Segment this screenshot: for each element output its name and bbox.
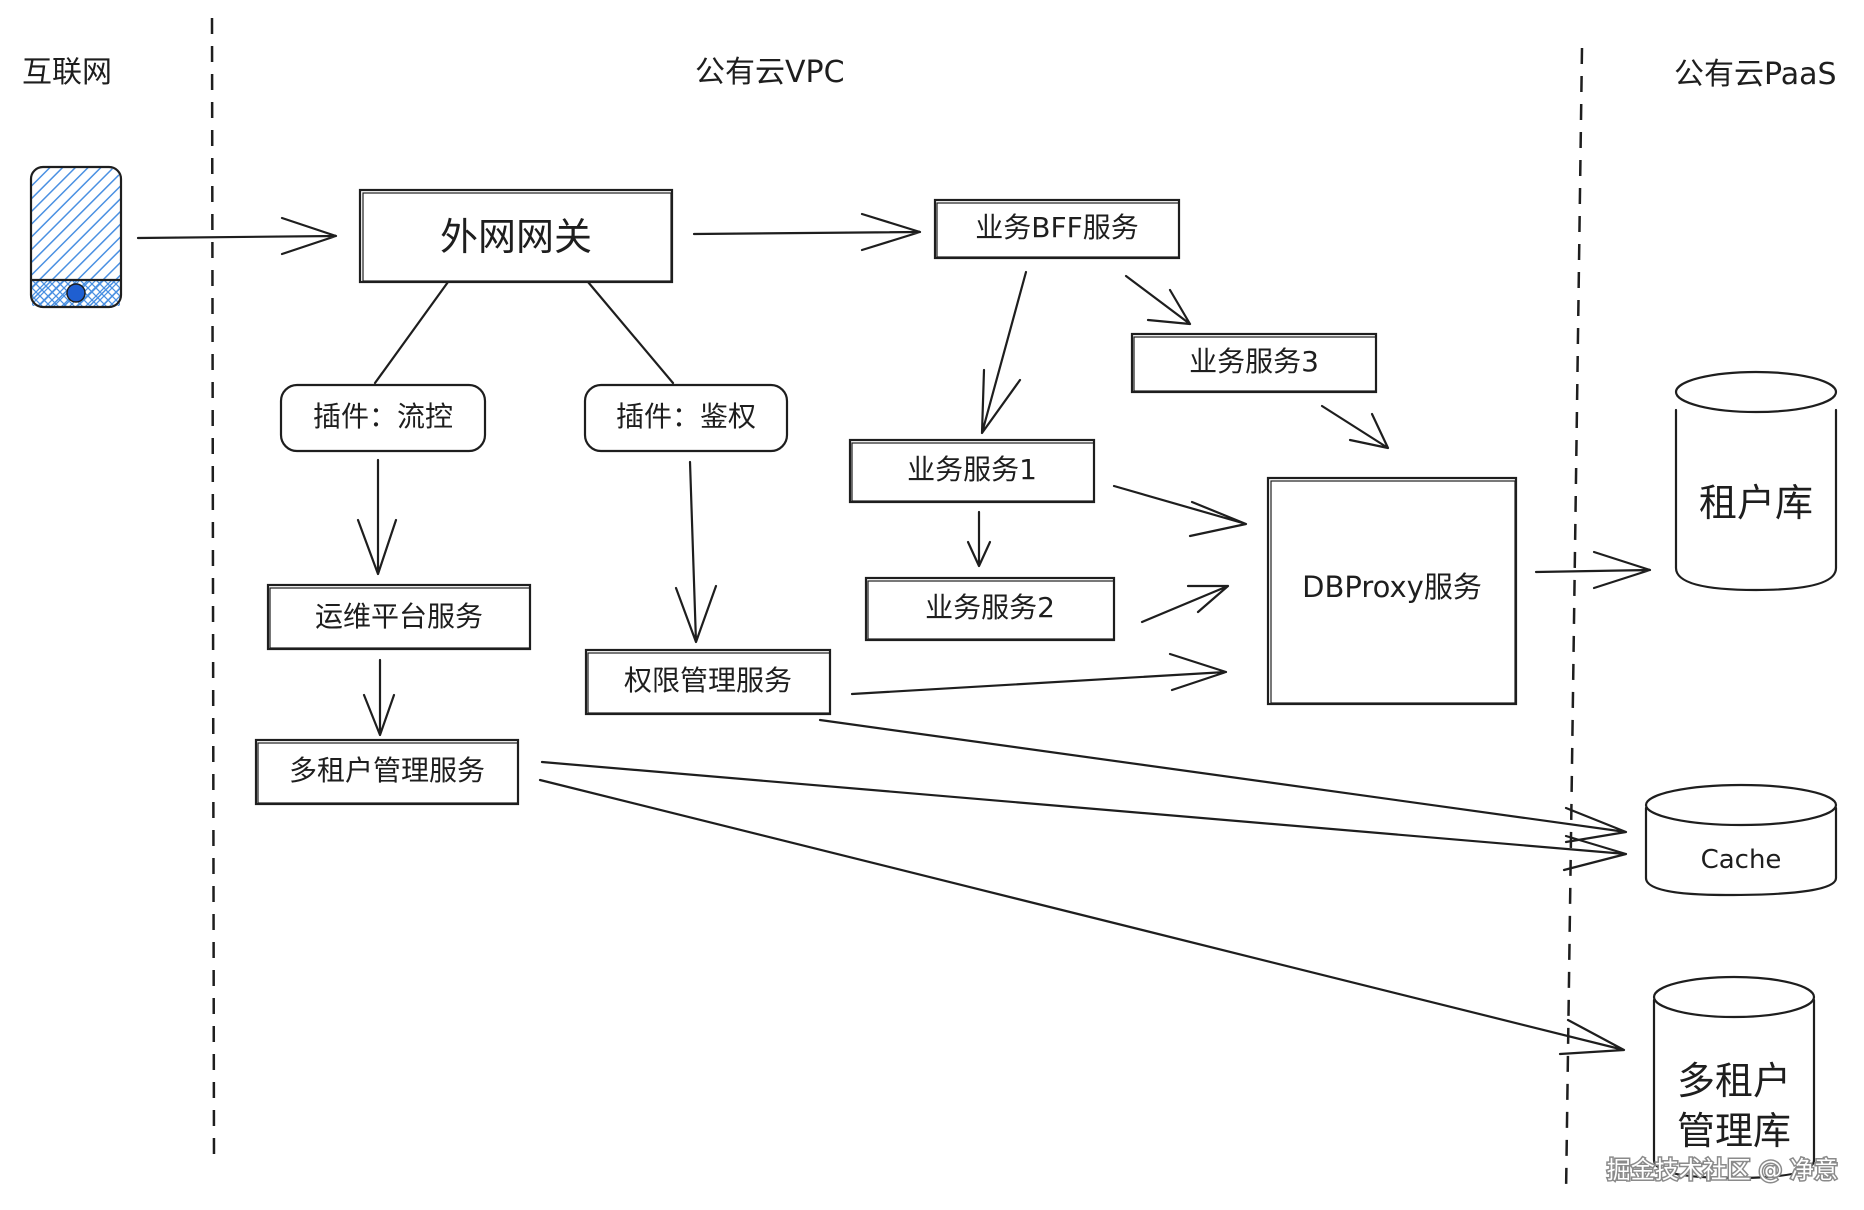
plugin-flow-control-label: 插件：流控: [313, 400, 453, 433]
arrow-bff-to-service3: [1124, 274, 1192, 326]
gateway-label: 外网网关: [440, 215, 592, 259]
bff-service-node: 业务BFF服务: [933, 198, 1181, 260]
cache-store: Cache: [1644, 783, 1838, 897]
multi-tenant-mgmt-service-label: 多租户管理服务: [289, 754, 485, 787]
zone-divider-internet-vpc: [210, 17, 216, 1166]
line-gateway-to-auth-plugin: [586, 280, 675, 385]
arrow-client-to-gateway: [136, 216, 338, 256]
arrow-ops-to-multi-tenant: [362, 658, 396, 737]
ops-platform-service-label: 运维平台服务: [315, 600, 483, 633]
arrow-service1-to-service2: [966, 510, 992, 568]
gateway-node: 外网网关: [358, 188, 674, 284]
dbproxy-service-node: DBProxy服务: [1266, 476, 1518, 706]
tenant-db-label: 租户库: [1699, 481, 1813, 525]
business-service-3-label: 业务服务3: [1189, 345, 1319, 378]
business-service-3-node: 业务服务3: [1130, 332, 1378, 394]
permission-mgmt-service-label: 权限管理服务: [624, 664, 792, 697]
ops-platform-service-node: 运维平台服务: [266, 583, 532, 651]
tenant-db-store: 租户库: [1674, 370, 1838, 592]
arrow-permission-to-cache: [818, 718, 1628, 844]
arrow-permission-to-dbproxy: [850, 652, 1228, 696]
dbproxy-service-label: DBProxy服务: [1302, 570, 1482, 604]
arrow-multi-tenant-to-cache: [540, 760, 1628, 872]
arrow-bff-to-service1: [980, 270, 1028, 435]
multi-tenant-mgmt-service-node: 多租户管理服务: [254, 738, 520, 806]
multi-tenant-mgmt-db-label-line1: 多租户: [1677, 1059, 1791, 1103]
plugin-auth-node: 插件：鉴权: [583, 383, 789, 453]
arrow-flow-plugin-to-ops: [356, 458, 398, 576]
arrow-service3-to-dbproxy: [1320, 404, 1390, 450]
business-service-2-node: 业务服务2: [864, 576, 1116, 642]
zone-label-internet: 互联网: [22, 55, 112, 90]
business-service-2-label: 业务服务2: [925, 591, 1055, 624]
arrow-auth-plugin-to-permission: [674, 460, 718, 644]
business-service-1-label: 业务服务1: [907, 453, 1037, 486]
arrow-multi-tenant-to-mgmt-db: [538, 778, 1626, 1056]
zone-label-vpc: 公有云VPC: [695, 55, 845, 90]
arrow-service1-to-dbproxy: [1112, 484, 1248, 538]
business-service-1-node: 业务服务1: [848, 438, 1096, 504]
arrow-service2-to-dbproxy: [1140, 584, 1230, 624]
multi-tenant-mgmt-db-store: 多租户 管理库: [1652, 975, 1816, 1180]
mobile-phone-icon: [29, 165, 123, 309]
connectors: [136, 212, 1652, 1056]
arrow-dbproxy-to-tenant-db: [1534, 550, 1652, 590]
zone-divider-vpc-paas: [1564, 47, 1584, 1196]
line-gateway-to-flow-plugin: [373, 280, 450, 385]
plugin-auth-label: 插件：鉴权: [616, 400, 756, 433]
arrow-gateway-to-bff: [692, 212, 922, 252]
cache-label: Cache: [1701, 845, 1782, 875]
multi-tenant-mgmt-db-label-line2: 管理库: [1677, 1109, 1791, 1153]
watermark: 掘金技术社区 @ 净意: [1607, 1156, 1838, 1184]
bff-service-label: 业务BFF服务: [975, 211, 1138, 244]
plugin-flow-control-node: 插件：流控: [279, 383, 487, 453]
permission-mgmt-service-node: 权限管理服务: [584, 648, 832, 716]
zone-label-paas: 公有云PaaS: [1674, 57, 1837, 92]
